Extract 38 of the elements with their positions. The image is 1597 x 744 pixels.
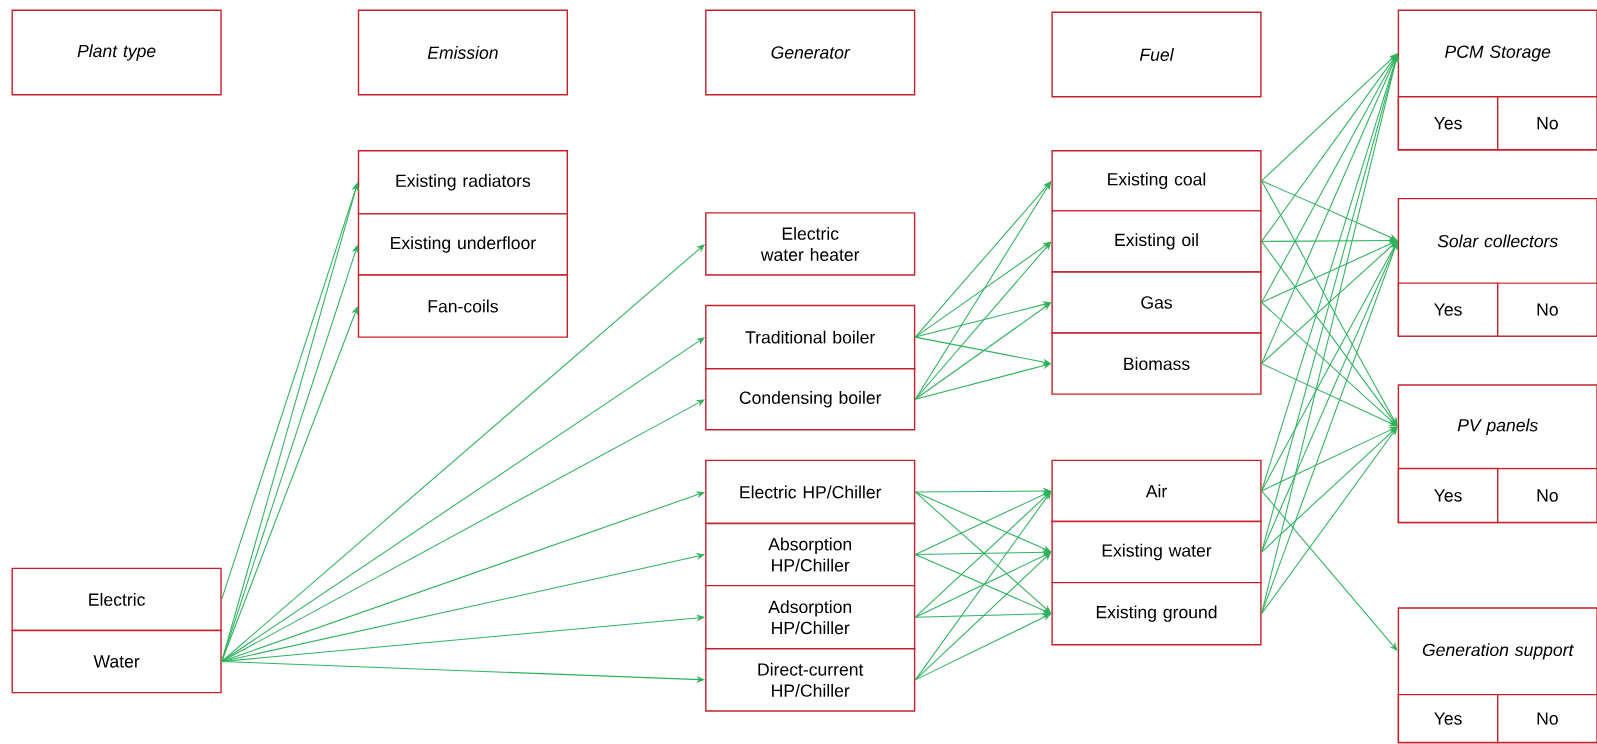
- column-header: Generator: [705, 9, 916, 96]
- column-header: Emission: [357, 9, 568, 96]
- option-box: Condensing boiler: [705, 368, 916, 431]
- option-box: Existing radiators: [357, 150, 568, 215]
- choice-cell: Yes: [1397, 693, 1499, 744]
- arrow: [1261, 426, 1398, 553]
- option-box: Direct-current HP/Chiller: [705, 648, 916, 712]
- arrow: [1261, 53, 1398, 182]
- arrow: [1261, 302, 1398, 427]
- choice-cell: No: [1497, 693, 1597, 744]
- choice-cell: Yes: [1397, 282, 1499, 337]
- arrow: [1261, 53, 1398, 242]
- option-box: Absorption HP/Chiller: [705, 522, 916, 587]
- option-box: Existing ground: [1051, 581, 1262, 646]
- option-box: Existing oil: [1051, 210, 1262, 273]
- option-box: Fan-coils: [357, 274, 568, 338]
- choice-cell: No: [1497, 467, 1597, 524]
- option-box: Electric: [11, 567, 222, 632]
- option-box: Adsorption HP/Chiller: [705, 584, 916, 650]
- option-box: Existing water: [1051, 520, 1262, 584]
- option-box: Electric water heater: [705, 212, 916, 276]
- option-box: Existing coal: [1051, 150, 1262, 212]
- arrow: [1261, 53, 1398, 365]
- arrow: [1261, 53, 1398, 304]
- option-box: Electric HP/Chiller: [705, 459, 916, 525]
- choice-cell: No: [1497, 96, 1597, 151]
- choice-cell: Yes: [1397, 467, 1499, 524]
- option-box: Water: [11, 629, 222, 694]
- option-box: Traditional boiler: [705, 304, 916, 370]
- choice-cell: No: [1497, 282, 1597, 337]
- option-box: Biomass: [1051, 332, 1262, 395]
- choice-cell: Yes: [1397, 96, 1499, 151]
- arrow: [221, 306, 358, 663]
- option-box: Gas: [1051, 271, 1262, 334]
- option-box: Existing underfloor: [357, 213, 568, 276]
- column-header: Plant type: [11, 9, 222, 96]
- option-box: Air: [1051, 459, 1262, 523]
- column-header: Fuel: [1051, 11, 1262, 98]
